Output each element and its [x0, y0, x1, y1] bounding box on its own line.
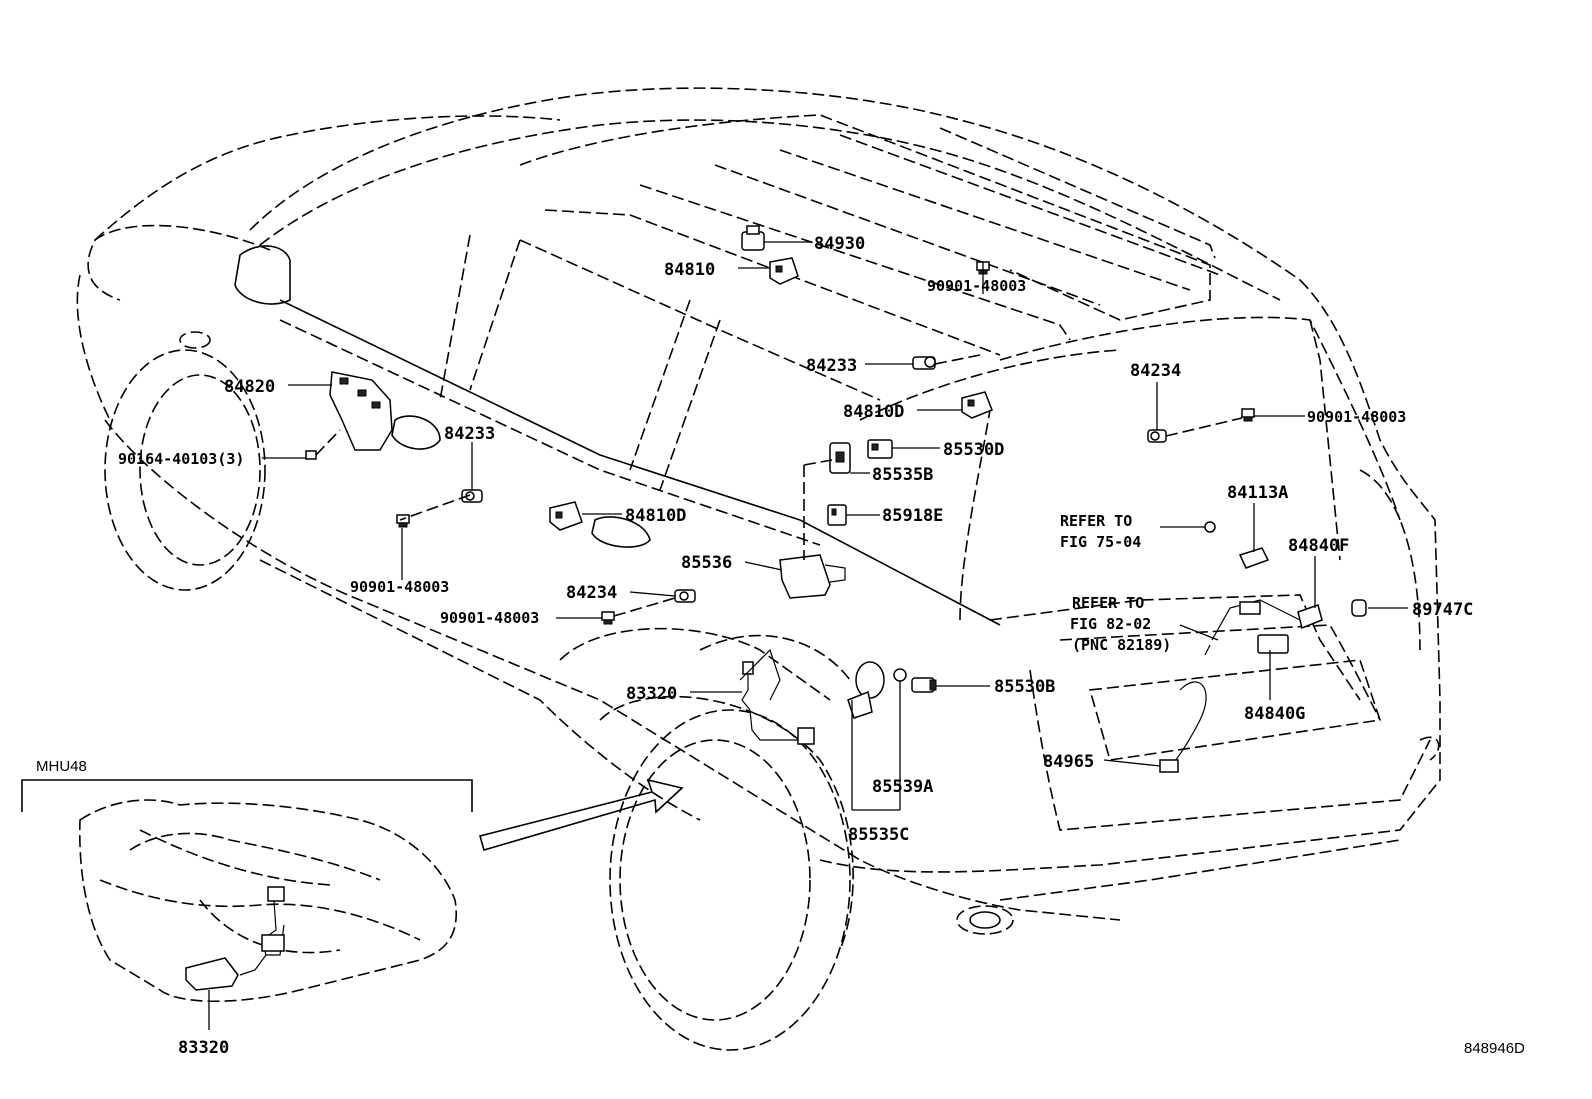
label-90164: 90164-40103(3) [118, 450, 244, 468]
label-85535C: 85535C [848, 825, 909, 845]
switch-84810-icon [769, 257, 799, 285]
relay-85918E-icon [827, 504, 847, 526]
label-85535B: 85535B [872, 465, 933, 485]
diagram-id: 848946D [1464, 1040, 1525, 1057]
harness-icon [1204, 599, 1301, 656]
connector-85530B-icon [911, 677, 937, 693]
switch-84810D-icon [549, 501, 583, 531]
label-84930: 84930 [814, 234, 865, 254]
bolt-icon [396, 514, 410, 528]
screw-icon [305, 450, 317, 460]
inset-title: MHU48 [36, 758, 87, 775]
door-switch-84234-icon [1147, 429, 1167, 443]
inset-mhu48: MHU48 83320 [21, 758, 684, 1058]
label-85530B: 85530B [994, 677, 1055, 697]
label-84234-a: 84234 [1130, 361, 1181, 381]
label-84233-a: 84233 [806, 356, 857, 376]
refer-note-1-line1: REFER TO [1060, 512, 1132, 530]
vehicle-outline [76, 87, 1441, 1051]
refer-note-1-line2: FIG 75-04 [1060, 533, 1141, 551]
cable-84965-icon [1159, 681, 1207, 773]
label-85530D: 85530D [943, 440, 1004, 460]
label-84810D-b: 84810D [625, 506, 686, 526]
label-85539A: 85539A [872, 777, 933, 797]
label-84810D-a: 84810D [843, 402, 904, 422]
label-90901-b: 90901-48003 [1307, 408, 1406, 426]
label-84820: 84820 [224, 377, 275, 397]
refer-note-2-line1: REFER TO [1072, 594, 1144, 612]
label-89747C: 89747C [1412, 600, 1473, 620]
door-switch-84234-icon [674, 589, 696, 603]
bolt-icon [601, 611, 615, 625]
label-84840F: 84840F [1288, 536, 1349, 556]
label-83320: 83320 [626, 684, 677, 704]
switch-84840F-icon [1297, 604, 1323, 630]
switch-84930-icon [741, 225, 765, 251]
sensor-89747C-icon [1351, 599, 1367, 617]
label-84840G: 84840G [1244, 704, 1305, 724]
switch-84113A-icon [1204, 521, 1270, 569]
label-84965: 84965 [1043, 752, 1094, 772]
label-84113A: 84113A [1227, 483, 1288, 503]
parts-group [305, 225, 1367, 773]
connector-85530D-icon [867, 439, 893, 459]
bracket-85535B-icon [829, 442, 851, 474]
label-90901-c: 90901-48003 [350, 578, 449, 596]
label-85918E: 85918E [882, 506, 943, 526]
label-85536: 85536 [681, 553, 732, 573]
socket-85535C-icon [847, 661, 885, 719]
bulb-85539A-icon [893, 668, 907, 682]
label-90901-a: 90901-48003 [927, 277, 1026, 295]
power-window-switch-84820-icon [329, 371, 393, 451]
door-switch-84233-icon [912, 356, 936, 370]
switch-84810D-icon [961, 391, 993, 419]
refer-note-2-line3: (PNC 82189) [1072, 636, 1171, 654]
inset-part-label: 83320 [178, 1038, 229, 1058]
label-84810: 84810 [664, 260, 715, 280]
label-84233-b: 84233 [444, 424, 495, 444]
leader-lines [262, 241, 1408, 811]
label-90901-d: 90901-48003 [440, 609, 539, 627]
module-85536-icon [779, 554, 846, 599]
fuel-sender-83320-icon [739, 648, 815, 745]
label-84234-b: 84234 [566, 583, 617, 603]
bolt-icon [1241, 408, 1255, 422]
part-labels: 84930 84810 90901-48003 84233 84810D 842… [118, 234, 1473, 845]
refer-note-2-line2: FIG 82-02 [1070, 615, 1151, 633]
